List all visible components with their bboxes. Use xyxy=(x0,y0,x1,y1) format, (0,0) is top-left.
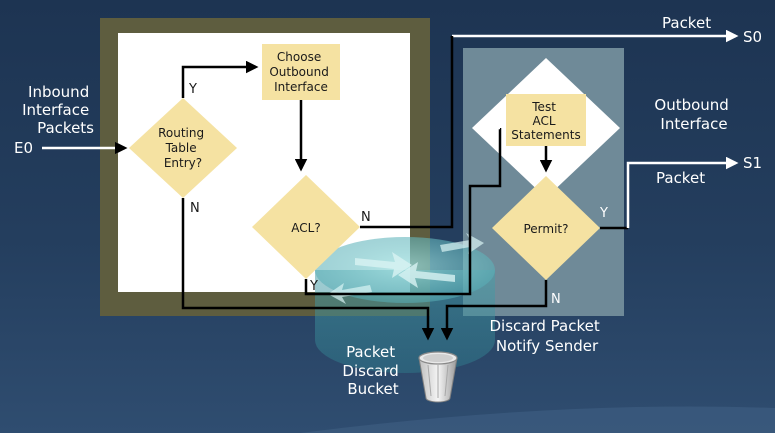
routing-no-arrow xyxy=(181,198,435,341)
acl-decision xyxy=(252,175,360,279)
routing-node-text: Routing Table Entry? xyxy=(158,126,208,170)
s1-port-label: S1 xyxy=(743,154,762,172)
routing-no-label: N xyxy=(190,201,200,216)
s1-packet-label: Packet xyxy=(656,169,705,187)
acl-no-line xyxy=(360,36,454,229)
inbound-label: Inbound Interface Packets xyxy=(22,83,94,137)
e0-port-label: E0 xyxy=(14,139,33,157)
permit-node-text: Permit? xyxy=(523,222,568,236)
permit-no-arrow xyxy=(440,280,548,341)
background-sweep xyxy=(300,406,775,433)
bucket-label: Packet Discard Bucket xyxy=(342,343,403,398)
test-node-text: Test ACL Statements xyxy=(511,100,580,142)
choose-node-text: Choose Outbound Interface xyxy=(269,50,332,94)
test-acl-box xyxy=(506,94,586,146)
s1-arrow xyxy=(626,156,739,228)
choose-outbound-box xyxy=(262,44,340,100)
permit-decision xyxy=(492,176,600,280)
s0-packet-label: Packet xyxy=(662,14,711,32)
acl-node-text: ACL? xyxy=(291,221,320,235)
permit-yes-label: Y xyxy=(599,206,608,221)
permit-no-label: N xyxy=(551,292,561,307)
outbound-interface-label: Outbound Interface xyxy=(654,96,733,133)
routing-table-decision xyxy=(129,98,237,198)
s0-port-label: S0 xyxy=(743,28,762,46)
routing-yes-arrow xyxy=(181,60,259,98)
discard-notify-label: Discard Packet Notify Sender xyxy=(489,317,604,355)
trash-bin-icon xyxy=(418,351,458,403)
acl-no-label: N xyxy=(361,210,371,225)
acl-yes-label: Y xyxy=(309,279,318,294)
router-icon xyxy=(315,233,495,373)
routing-yes-label: Y xyxy=(188,82,197,97)
acl-yes-line xyxy=(304,128,502,296)
